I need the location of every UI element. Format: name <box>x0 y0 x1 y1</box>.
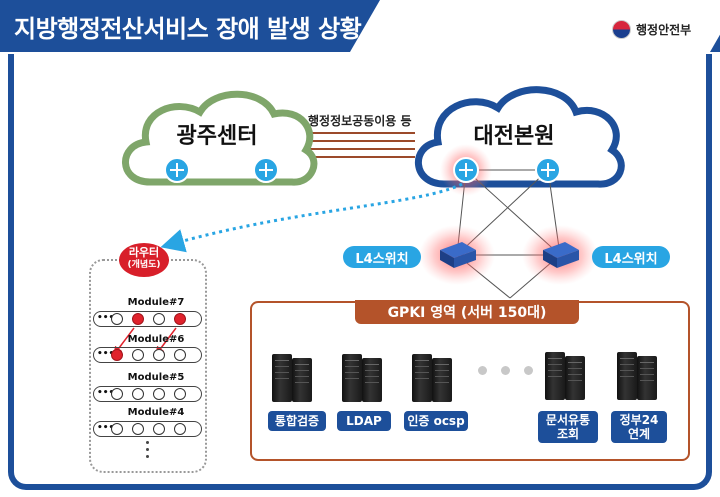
module-port <box>132 423 144 435</box>
gwangju-label: 광주센터 <box>176 124 258 149</box>
server-icon <box>545 348 589 400</box>
link-label: 행정정보공동이용 등 <box>308 114 412 128</box>
router-badge: 라우터 (개념도) <box>119 243 169 277</box>
module-port <box>153 388 165 400</box>
l4-switch-icon <box>543 242 579 268</box>
router-icon <box>453 157 479 183</box>
faulty-port <box>111 349 123 361</box>
more-servers-ellipsis <box>478 366 533 375</box>
module-port <box>111 313 123 325</box>
faulty-port <box>132 313 144 325</box>
module-port <box>111 388 123 400</box>
module-row: ••• <box>93 386 202 402</box>
module-port <box>153 349 165 361</box>
server-label: 인증 ocsp <box>404 411 468 431</box>
ministry-name: 행정안전부 <box>636 23 692 37</box>
module-ellipsis: ••• <box>97 388 115 398</box>
more-modules-dot <box>146 448 149 451</box>
module-row: ••• <box>93 347 202 363</box>
server-label: LDAP <box>337 411 391 431</box>
module-title: Module#6 <box>127 334 185 345</box>
server-icon <box>342 350 386 402</box>
faulty-port <box>174 313 186 325</box>
page-title: 지방행정전산서비스 장애 발생 상황 <box>14 15 362 43</box>
module-port <box>111 423 123 435</box>
port-fault-arrow <box>113 327 135 356</box>
more-modules-dot <box>146 455 149 458</box>
fault-path-arrow <box>160 182 463 253</box>
server-label: 통합검증 <box>268 411 326 431</box>
router-icon <box>164 157 190 183</box>
more-modules-dot <box>146 441 149 444</box>
module-title: Module#7 <box>127 297 185 308</box>
module-ellipsis: ••• <box>97 349 115 359</box>
module-port <box>153 313 165 325</box>
ministry-logo: 행정안전부 <box>612 20 691 39</box>
port-fault-arrow <box>155 327 177 356</box>
module-title: Module#5 <box>127 372 185 383</box>
server-label: 문서유통 조회 <box>538 411 598 443</box>
router-icon <box>535 157 561 183</box>
module-port <box>153 423 165 435</box>
module-port <box>132 388 144 400</box>
module-port <box>174 349 186 361</box>
gpki-title: GPKI 영역 (서버 150대) <box>355 300 579 324</box>
router-badge-main: 라우터 <box>128 246 160 259</box>
module-ellipsis: ••• <box>97 423 115 433</box>
server-icon <box>617 348 661 400</box>
module-port <box>132 349 144 361</box>
module-port <box>174 423 186 435</box>
server-icon <box>412 350 456 402</box>
module-ellipsis: ••• <box>97 313 115 323</box>
l4-switch-label-left: L4스위치 <box>343 246 421 268</box>
module-row: ••• <box>93 421 202 437</box>
l4-switch-icon <box>440 242 476 268</box>
daejeon-label: 대전본원 <box>473 124 555 149</box>
router-icon <box>253 157 279 183</box>
module-title: Module#4 <box>127 407 185 418</box>
l4-switch-label-right: L4스위치 <box>592 246 670 268</box>
module-row: ••• <box>93 311 202 327</box>
server-label: 정부24 연계 <box>611 411 667 443</box>
taegeuk-icon <box>612 20 631 39</box>
module-port <box>174 388 186 400</box>
server-icon <box>272 350 316 402</box>
router-badge-sub: (개념도) <box>127 260 161 270</box>
